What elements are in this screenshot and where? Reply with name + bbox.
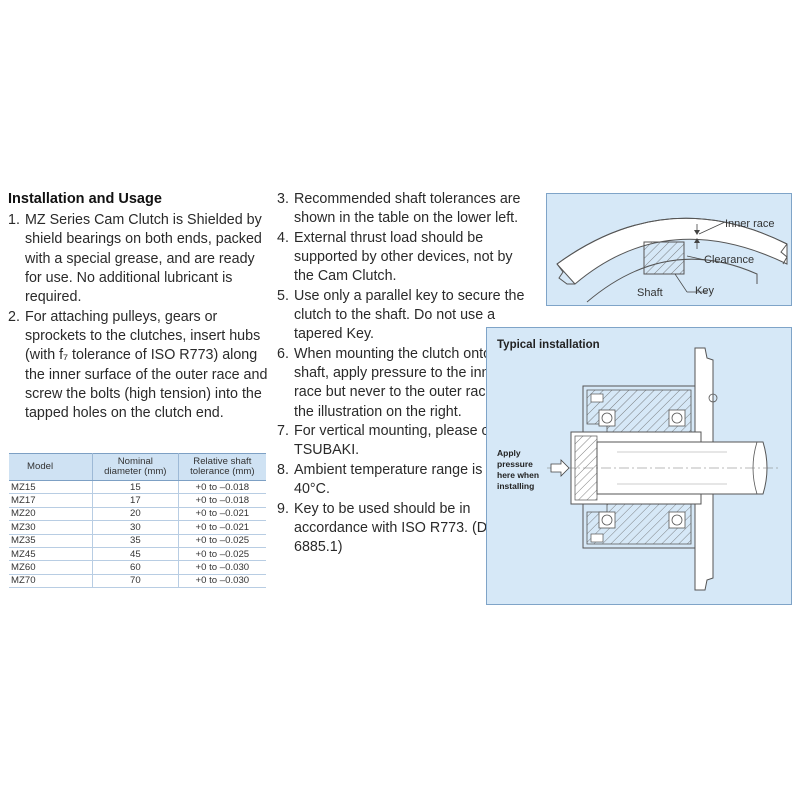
cell-model: MZ30 [9,520,93,535]
list-item: 6. When mounting the clutch onto the shaf… [277,345,532,422]
label-shaft: Shaft [637,287,663,299]
cell-tolerance: +0 to –0.030 [178,574,266,589]
key-shape [643,241,685,275]
item-number: 3. [277,191,289,207]
key-clearance-figure: Inner race Clearance Shaft Key [546,193,792,306]
cell-model: MZ60 [9,560,93,575]
cell-tolerance: +0 to –0.018 [178,480,266,495]
typical-installation-figure: Typical installation [486,327,792,605]
column-left: Installation and Usage 1. MZ Series Cam C… [8,190,270,424]
item-text: When mounting the clutch onto the shaft,… [294,345,527,420]
label-key: Key [695,285,714,297]
list-item: 1. MZ Series Cam Clutch is Shielded by sh… [8,211,270,308]
cell-diameter: 17 [92,493,179,508]
cell-tolerance: +0 to –0.025 [178,547,266,562]
apply-label-1: Apply [497,448,521,458]
installation-drawing: Apply pressure here when installing [497,347,779,591]
shaft-tolerance-table: Model Nominal diameter (mm) Relative sha… [9,453,266,589]
table-header-row: Model Nominal diameter (mm) Relative sha… [9,453,266,481]
key-clearance-drawing: Inner race Clearance Shaft Key [556,217,788,303]
cell-tolerance: +0 to –0.030 [178,560,266,575]
label-clearance: Clearance [704,254,754,266]
cell-diameter: 30 [92,520,179,535]
label-inner-race: Inner race [725,218,775,230]
item-text: Recommended shaft tolerances are shown i… [294,191,521,227]
list-item: 8. Ambient temperature range is –5° to 40… [277,461,532,500]
cell-model: MZ20 [9,507,93,522]
cell-diameter: 20 [92,507,179,522]
pressure-arrow-icon [550,459,570,477]
item-number: 4. [277,229,289,246]
section-heading: Installation and Usage [8,191,162,207]
cell-model: MZ35 [9,534,93,548]
cell-diameter: 35 [92,534,179,548]
item-text: Use only a parallel key to secure the cl… [294,287,525,343]
cell-tolerance: +0 to –0.021 [178,507,266,522]
item-number: 2. [8,308,20,325]
cell-model: MZ45 [9,547,93,562]
apply-label-4: installing [497,481,534,491]
cell-tolerance: +0 to –0.025 [178,534,266,548]
instruction-list: 1. MZ Series Cam Clutch is Shielded by sh… [8,211,270,424]
cell-tolerance: +0 to –0.018 [178,493,266,508]
item-text: Ambient temperature range is –5° to 40°C… [294,461,524,498]
item-number: 6. [277,345,289,362]
list-item: 3. Recommended shaft tolerances are shown… [277,190,532,229]
apply-label-3: here when [497,470,539,480]
cell-diameter: 60 [92,560,179,575]
item-text: Key to be used should be in accordance w… [294,500,502,556]
item-number: 9. [277,500,289,517]
item-text: For attaching pulleys, gears or sprocket… [25,308,268,422]
item-number: 8. [277,461,289,478]
header-diameter: Nominal diameter (mm) [92,453,179,481]
cell-model: MZ15 [9,480,93,495]
cell-diameter: 45 [92,547,179,562]
item-text: For vertical mounting, please consult TS… [294,423,527,459]
header-tolerance: Relative shaft tolerance (mm) [178,453,266,481]
apply-label-2: pressure [497,459,533,469]
list-item: 4. External thrust load should be support… [277,229,532,287]
list-item: 2. For attaching pulleys, gears or sprock… [8,308,270,424]
list-item: 9. Key to be used should be in accordance… [277,500,532,558]
list-item: 5. Use only a parallel key to secure the … [277,287,532,345]
item-text: MZ Series Cam Clutch is Shielded by shie… [25,212,262,306]
cell-model: MZ17 [9,493,93,508]
cell-tolerance: +0 to –0.021 [178,520,266,535]
cell-diameter: 15 [92,480,179,495]
item-number: 7. [277,423,289,440]
list-item: 7. For vertical mounting, please consult … [277,422,532,461]
cell-model: MZ70 [9,574,93,589]
cell-diameter: 70 [92,574,179,589]
figure-title: Typical installation [497,339,600,351]
header-model: Model [9,453,93,481]
item-text: External thrust load should be supported… [294,229,513,285]
column-middle: 3. Recommended shaft tolerances are shown… [277,190,532,558]
item-number: 1. [8,212,20,228]
instruction-list-continued: 3. Recommended shaft tolerances are shown… [277,190,532,558]
item-number: 5. [277,287,289,304]
